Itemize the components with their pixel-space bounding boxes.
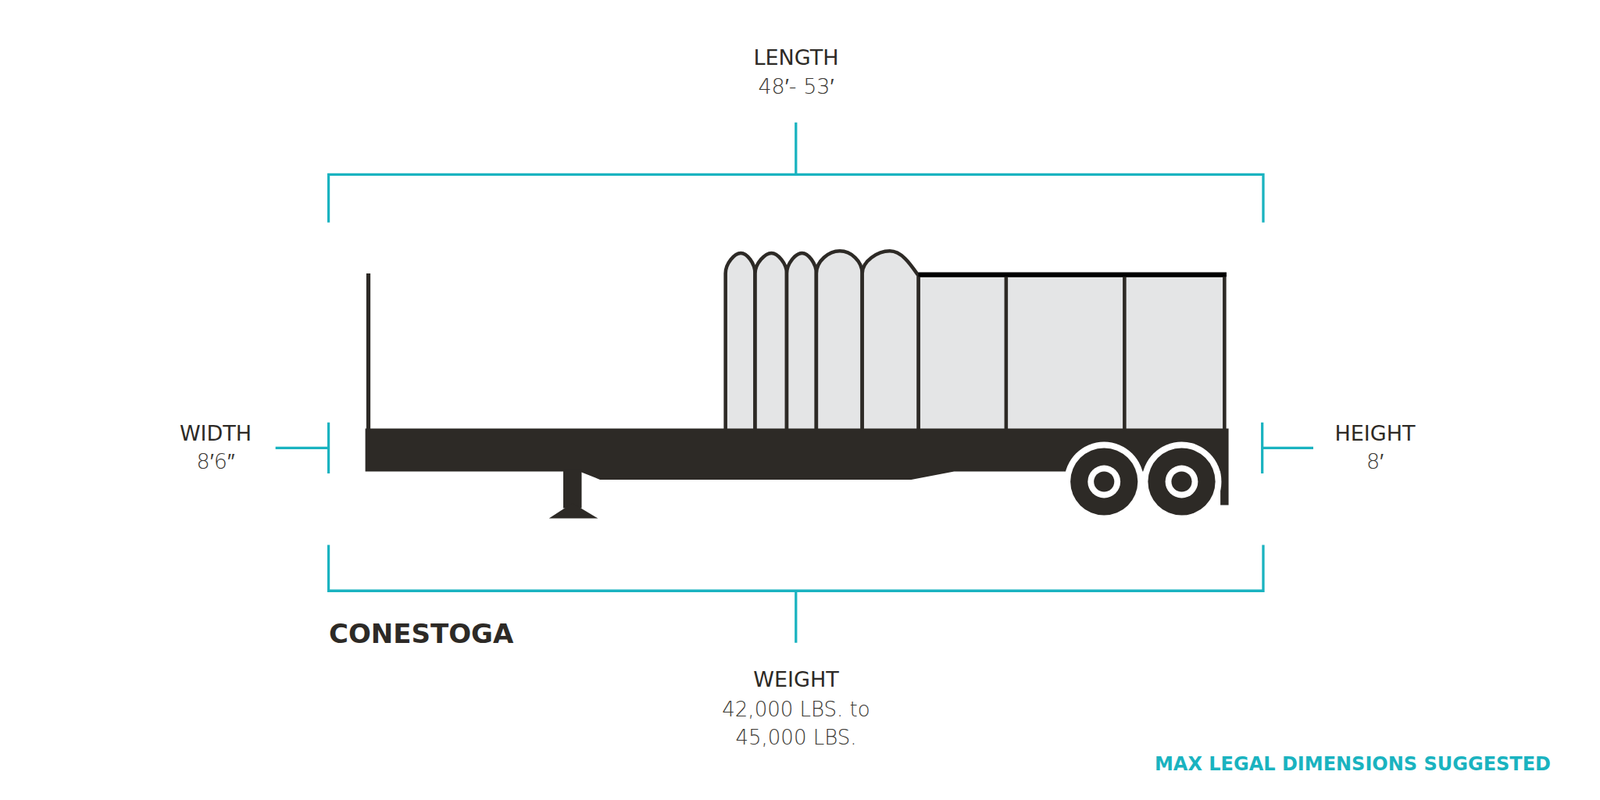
wheel-gap <box>1142 442 1222 522</box>
trailer <box>365 250 1229 522</box>
tarp-bow <box>862 250 919 431</box>
landing-gear <box>563 469 583 509</box>
width-tick <box>275 422 329 474</box>
trailer-title: CONESTOGA <box>328 617 514 650</box>
length-bracket <box>328 122 1264 223</box>
dimension-name: HEIGHT <box>1334 421 1415 447</box>
tarp-divider <box>1004 275 1009 432</box>
height-tick <box>1262 422 1314 474</box>
tarp <box>725 250 1225 431</box>
dimension-name: LENGTH <box>753 45 839 71</box>
wheel <box>1147 447 1215 515</box>
wheel-ring <box>1165 465 1199 499</box>
deck <box>365 428 1229 506</box>
tarp-bow <box>755 253 787 431</box>
wheels <box>1064 442 1222 522</box>
dimension-brackets <box>275 122 1314 643</box>
wheel <box>1070 447 1138 515</box>
wheel-gap <box>1064 442 1144 522</box>
tarp-bow <box>786 253 817 431</box>
wheel-ring <box>1087 465 1121 499</box>
dimension-value: 48′- 53′ <box>757 74 834 100</box>
wheel-hub <box>1171 471 1192 492</box>
wheel-hub <box>1093 471 1115 492</box>
tarp-bow <box>725 253 756 431</box>
tarp-roof <box>918 271 1227 277</box>
weight-value: 42,000 LBS. to 45,000 LBS. <box>698 695 894 752</box>
dimension-value: 8′ <box>1366 449 1384 475</box>
tarp-divider <box>1122 275 1127 432</box>
tarp-box <box>918 275 1225 432</box>
footnote: MAX LEGAL DIMENSIONS SUGGESTED <box>1154 753 1551 776</box>
tarp-bow <box>816 250 863 431</box>
landing-foot <box>549 503 599 519</box>
dimension-name: WEIGHT <box>753 667 839 693</box>
dimension-value: 8′6″ <box>196 449 236 475</box>
dimension-name: WIDTH <box>179 421 252 447</box>
headboard <box>366 273 371 431</box>
